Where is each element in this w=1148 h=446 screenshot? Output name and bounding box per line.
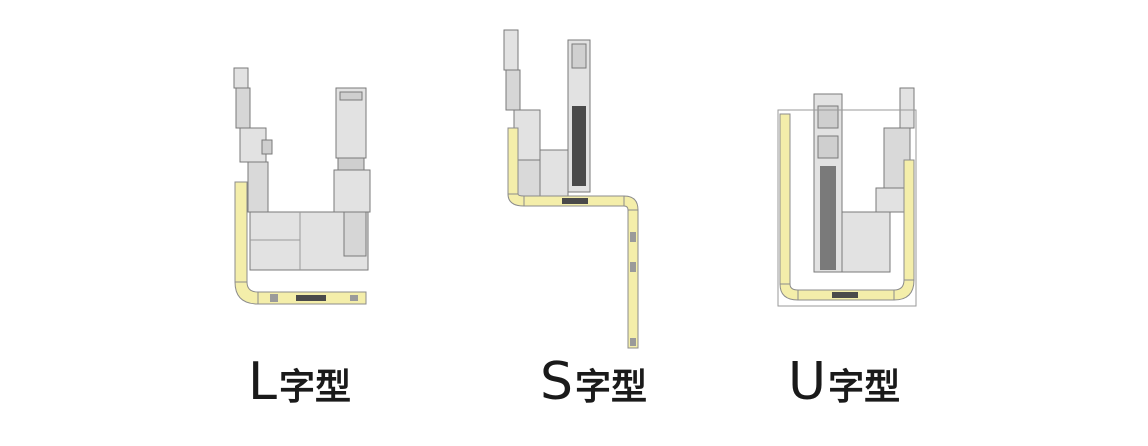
caption-letter: L [248, 352, 277, 412]
u-shape-layout [777, 87, 917, 307]
caption-suffix: 字型 [278, 367, 351, 408]
caption-letter: S [540, 352, 574, 412]
caption-u-shape: U 字型 [788, 356, 900, 408]
u-belt-vertical-right [903, 159, 915, 281]
caption-l-shape: L 字型 [248, 356, 351, 408]
s-shape-layout [503, 29, 639, 349]
l-shape-layout [233, 67, 371, 305]
caption-letter: U [788, 352, 827, 412]
caption-suffix: 字型 [828, 367, 901, 408]
caption-suffix: 字型 [575, 367, 648, 408]
s-left-tower-top [503, 29, 519, 71]
s-belt-vertical-right [627, 209, 639, 349]
u-belt-vertical-left [779, 113, 791, 285]
caption-s-shape: S 字型 [540, 356, 647, 408]
l-belt-curve [234, 281, 259, 305]
l-left-tower-top [233, 67, 249, 89]
l-belt-vertical [234, 181, 248, 283]
s-belt-vertical-left [507, 127, 519, 195]
u-right-tower [899, 87, 915, 129]
